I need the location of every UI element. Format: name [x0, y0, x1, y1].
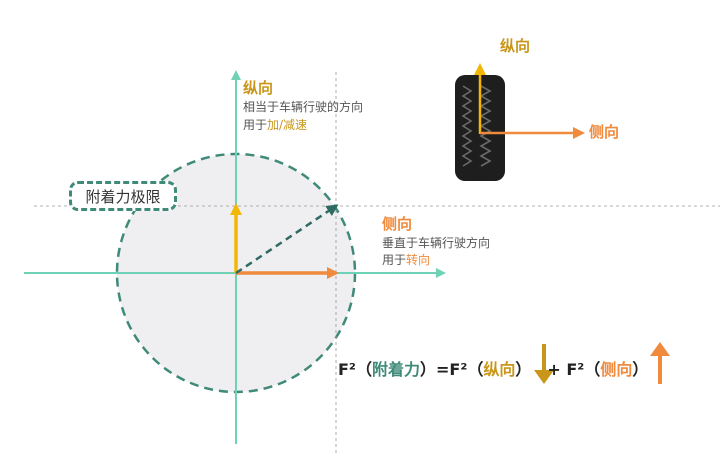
formula-lhs-term: 附着力 [371, 360, 420, 379]
longitudinal-usage-prefix: 用于 [243, 118, 268, 132]
arrow-down-icon [534, 344, 554, 384]
tire-longitudinal-label: 纵向 [500, 37, 531, 55]
longitudinal-description: 相当于车辆行驶的方向 [243, 100, 364, 114]
formula-eq: =F² [435, 360, 468, 379]
arrow-up-icon [650, 342, 670, 384]
longitudinal-usage: 用于加/减速 [243, 118, 308, 133]
tire-lateral-label: 侧向 [589, 123, 620, 141]
longitudinal-usage-highlight: 加/减速 [267, 118, 308, 132]
formula-t1-open: （ [467, 360, 484, 379]
formula-lhs-open: （ [355, 360, 372, 379]
formula-lhs-f: F² [338, 360, 356, 379]
formula-t2-open: （ [584, 360, 601, 379]
longitudinal-title: 纵向 [243, 79, 274, 97]
lateral-description: 垂直于车辆行驶方向 [382, 236, 491, 250]
formula-lhs-close: ） [419, 360, 436, 379]
lateral-usage-highlight: 转向 [406, 253, 431, 267]
lateral-usage-prefix: 用于 [382, 253, 407, 267]
formula-t1-term: 纵向 [483, 360, 516, 379]
adhesion-formula: F²（附着力）=F²（纵向）+ F²（侧向） [338, 356, 648, 380]
adhesion-limit-label: 附着力极限 [69, 181, 177, 211]
lateral-usage: 用于转向 [382, 253, 431, 268]
formula-plus: + F² [547, 360, 585, 379]
formula-t2-term: 侧向 [600, 360, 633, 379]
formula-t1-close: ） [515, 360, 532, 379]
resultant-force-arrow [235, 204, 339, 275]
lateral-title: 侧向 [382, 215, 413, 233]
formula-t2-close: ） [632, 360, 649, 379]
